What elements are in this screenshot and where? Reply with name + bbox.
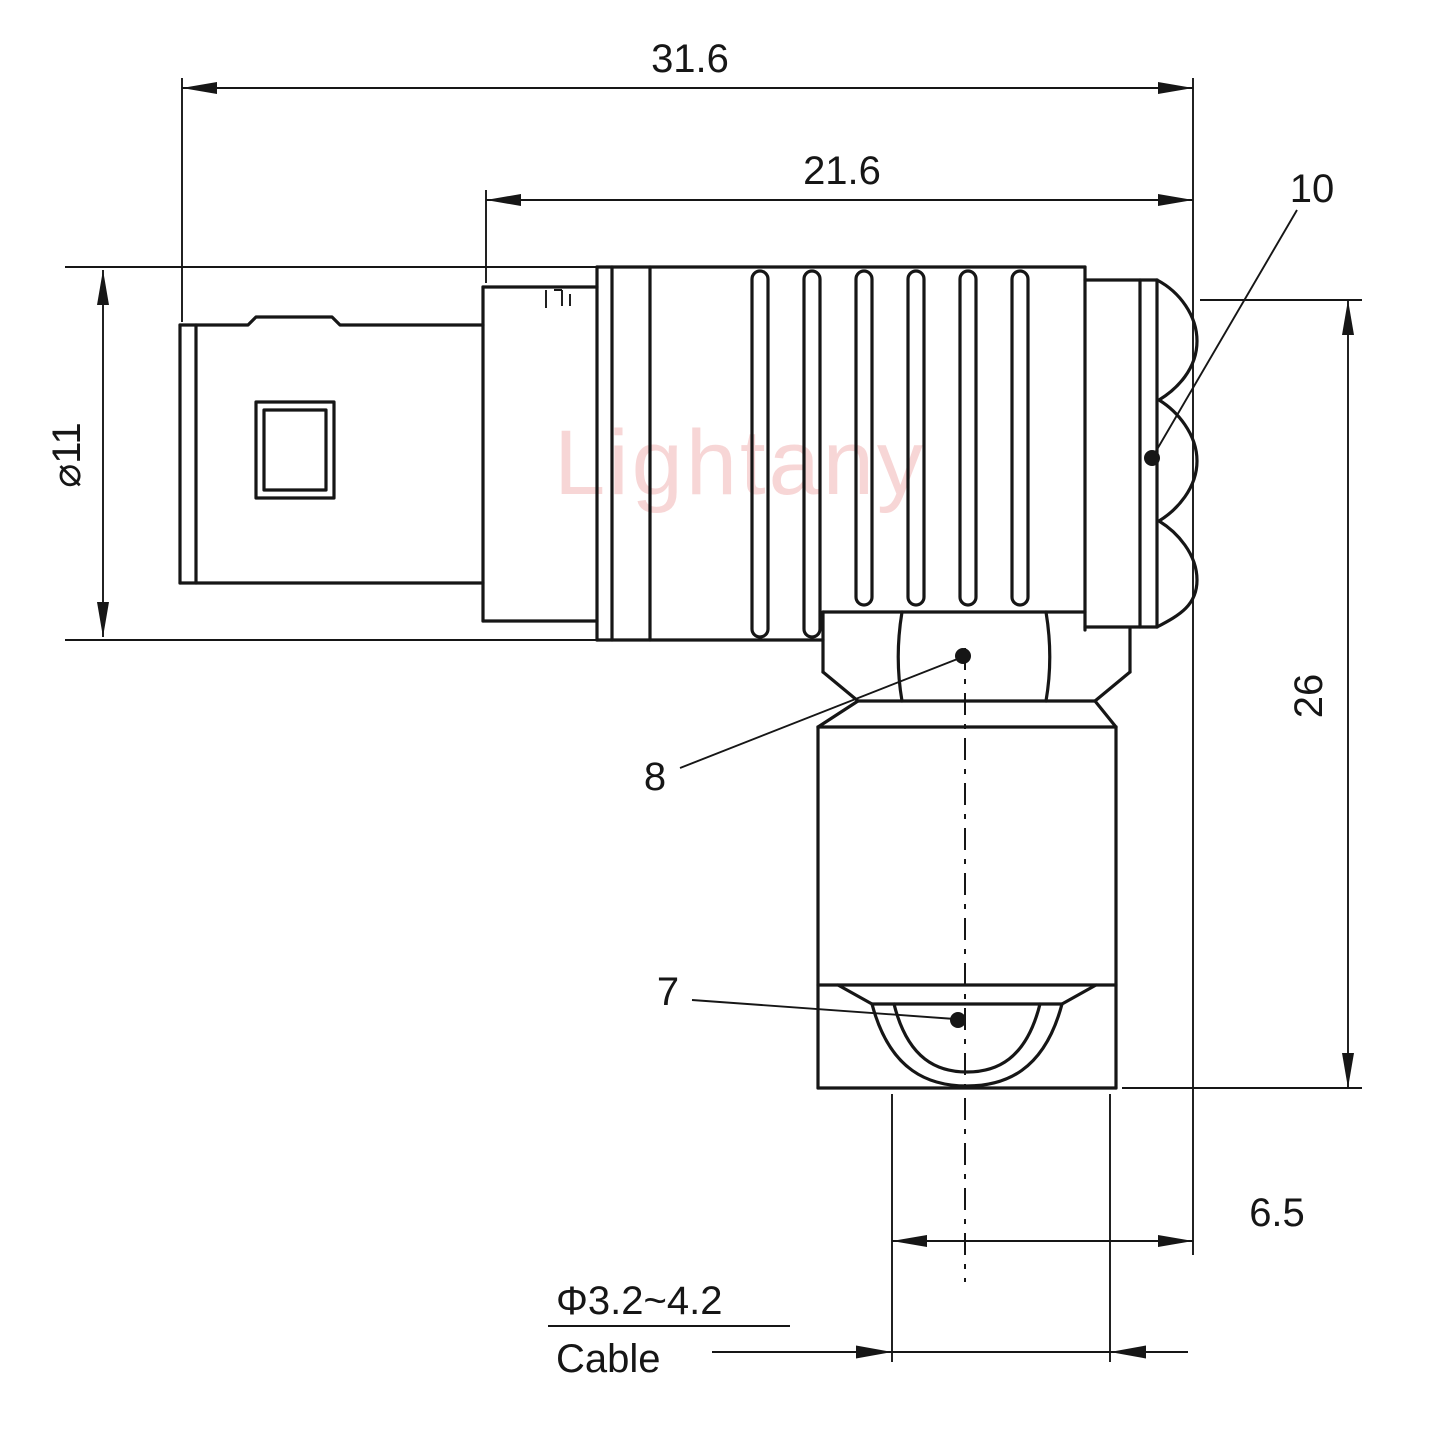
elbow-hex xyxy=(821,610,1132,703)
mid-flange xyxy=(481,265,652,642)
dim-label-ref-backnut: 8 xyxy=(644,755,666,799)
nut-scallops xyxy=(1155,278,1199,629)
body-groove xyxy=(958,269,978,607)
leader-callouts: 10 8 7 xyxy=(644,167,1334,1028)
cable-bushing xyxy=(870,1002,1064,1088)
body-groove xyxy=(750,269,770,639)
hex-chamfer-right xyxy=(1093,670,1132,703)
extension-lines xyxy=(65,78,1362,1362)
bushing-dome-outer xyxy=(870,1002,1064,1088)
dimensions: 31.6 21.6 ⌀11 26 6.5 Φ3.2~4.2 Cable xyxy=(45,37,1354,1381)
connector-drawing xyxy=(178,265,1199,1282)
cable-arrow-left xyxy=(856,1345,892,1359)
rear-barrel-top xyxy=(178,315,485,327)
latch-window-inner xyxy=(262,408,328,492)
main-body xyxy=(595,265,1087,642)
dim-label-ref-bushing: 7 xyxy=(657,970,679,1014)
dim-label-body-diameter: ⌀11 xyxy=(45,422,89,488)
rear-barrel xyxy=(178,315,485,585)
body-groove xyxy=(1010,269,1030,607)
collar-left xyxy=(816,699,860,729)
dim-label-cable-word: Cable xyxy=(556,1337,661,1381)
leader-dot-backnut xyxy=(955,648,971,664)
body-groove xyxy=(802,269,822,639)
hex-chamfer-left xyxy=(821,670,860,703)
dim-label-overall-length: 31.6 xyxy=(651,37,729,81)
bushing-dome-inner xyxy=(892,1002,1042,1074)
dim-label-cable-diameter: Φ3.2~4.2 xyxy=(556,1279,722,1323)
dim-label-front-length: 21.6 xyxy=(803,149,881,193)
leader-line-bushing xyxy=(691,999,956,1020)
dim-label-ref-nut: 10 xyxy=(1290,167,1335,211)
leader-line-nut xyxy=(1151,209,1298,459)
hex-flat-line xyxy=(896,610,904,703)
coupling-nut xyxy=(1083,278,1199,629)
latch-window-outer xyxy=(254,400,336,500)
cutout-slant-left xyxy=(836,983,874,1006)
cutout-slant-right xyxy=(1060,983,1098,1006)
body-groove xyxy=(854,269,874,607)
watermark: Lightany xyxy=(554,412,926,514)
leader-line-backnut xyxy=(679,657,961,769)
hex-flat-line xyxy=(1044,610,1052,703)
dim-label-cable-offset: 6.5 xyxy=(1249,1191,1305,1235)
dim-label-overall-height: 26 xyxy=(1287,674,1331,719)
leader-dot-bushing xyxy=(950,1012,966,1028)
laser-marking xyxy=(545,289,571,308)
collar-right xyxy=(1093,699,1118,729)
strain-relief-body xyxy=(816,725,1118,1090)
transition-collar xyxy=(816,699,1118,729)
cable-arrow-right xyxy=(1110,1345,1146,1359)
body-groove xyxy=(906,269,926,607)
